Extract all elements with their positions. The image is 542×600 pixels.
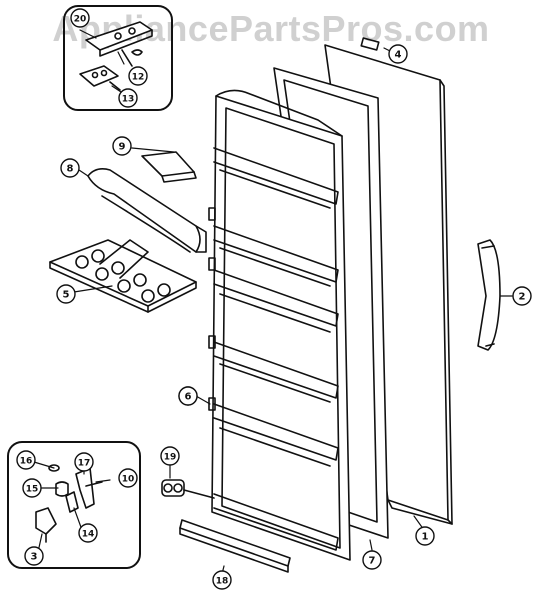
callout-number: 14	[82, 530, 95, 540]
callout-circle	[16, 450, 36, 470]
callout-15: 15	[22, 478, 42, 498]
callout-circle	[24, 546, 44, 566]
part-9-cover	[141, 151, 197, 183]
callout-number: 7	[369, 556, 376, 567]
callout-5: 5	[56, 284, 76, 304]
callout-number: 6	[185, 392, 192, 403]
callout-4: 4	[388, 44, 408, 64]
callout-labels: 123456678910121314151617181920	[16, 8, 532, 590]
door-inner-liner	[208, 89, 351, 561]
callout-circle	[212, 570, 232, 590]
part-18-trim-strip	[179, 519, 291, 573]
callout-number: 8	[67, 164, 74, 175]
callout-circle	[362, 550, 382, 570]
callout-circle	[74, 452, 94, 472]
callout-circle	[78, 523, 98, 543]
callout-circle	[512, 286, 532, 306]
callout-number: 17	[78, 459, 91, 469]
callout-circle	[70, 8, 90, 28]
callout-number: 16	[20, 457, 33, 467]
part-2-handle	[477, 239, 501, 351]
callout-1: 1	[415, 526, 435, 546]
callout-circle	[160, 446, 180, 466]
callout-12: 12	[128, 66, 148, 86]
callout-circle	[56, 284, 76, 304]
callout-16: 16	[16, 450, 36, 470]
callout-circle	[415, 526, 435, 546]
callout-circle	[60, 158, 80, 178]
callout-20: 20	[70, 8, 90, 28]
callout-9: 9	[112, 136, 132, 156]
callout-10: 10	[118, 468, 138, 488]
callout-number: 20	[74, 15, 87, 25]
part-19-clip	[161, 479, 215, 499]
callout-number: 9	[119, 142, 126, 153]
callout-number: 3	[31, 552, 38, 563]
callout-17: 17	[74, 452, 94, 472]
callout-circle	[118, 88, 138, 108]
callout-number: 10	[122, 475, 135, 485]
callout-circle	[128, 66, 148, 86]
part-8-dairy-cover	[87, 168, 207, 253]
hinge-inset	[63, 5, 173, 111]
callout-number: 5	[63, 290, 70, 301]
callout-19: 19	[160, 446, 180, 466]
callout-2: 2	[512, 286, 532, 306]
callout-number: 4	[395, 50, 402, 61]
callout-14: 14	[78, 523, 98, 543]
callout-circle	[178, 386, 198, 406]
callout-13: 13	[118, 88, 138, 108]
callout-circle	[118, 468, 138, 488]
callout-3: 3	[24, 546, 44, 566]
callout-7: 7	[362, 550, 382, 570]
callout-18: 18	[212, 570, 232, 590]
callout-circle	[22, 478, 42, 498]
callout-number: 19	[164, 453, 177, 463]
part-5-egg-tray	[49, 239, 197, 313]
callout-circle	[112, 136, 132, 156]
callout-number: 12	[132, 73, 145, 83]
callout-8: 8	[60, 158, 80, 178]
callout-number: 13	[122, 95, 135, 105]
callout-6b: 6	[178, 386, 198, 406]
callout-number: 15	[26, 485, 39, 495]
callout-number: 1	[422, 532, 429, 543]
callout-number: 18	[216, 577, 229, 587]
callout-circle	[388, 44, 408, 64]
callout-number: 2	[519, 292, 526, 303]
hardware-inset	[7, 441, 141, 569]
leader-lines	[33, 29, 513, 575]
